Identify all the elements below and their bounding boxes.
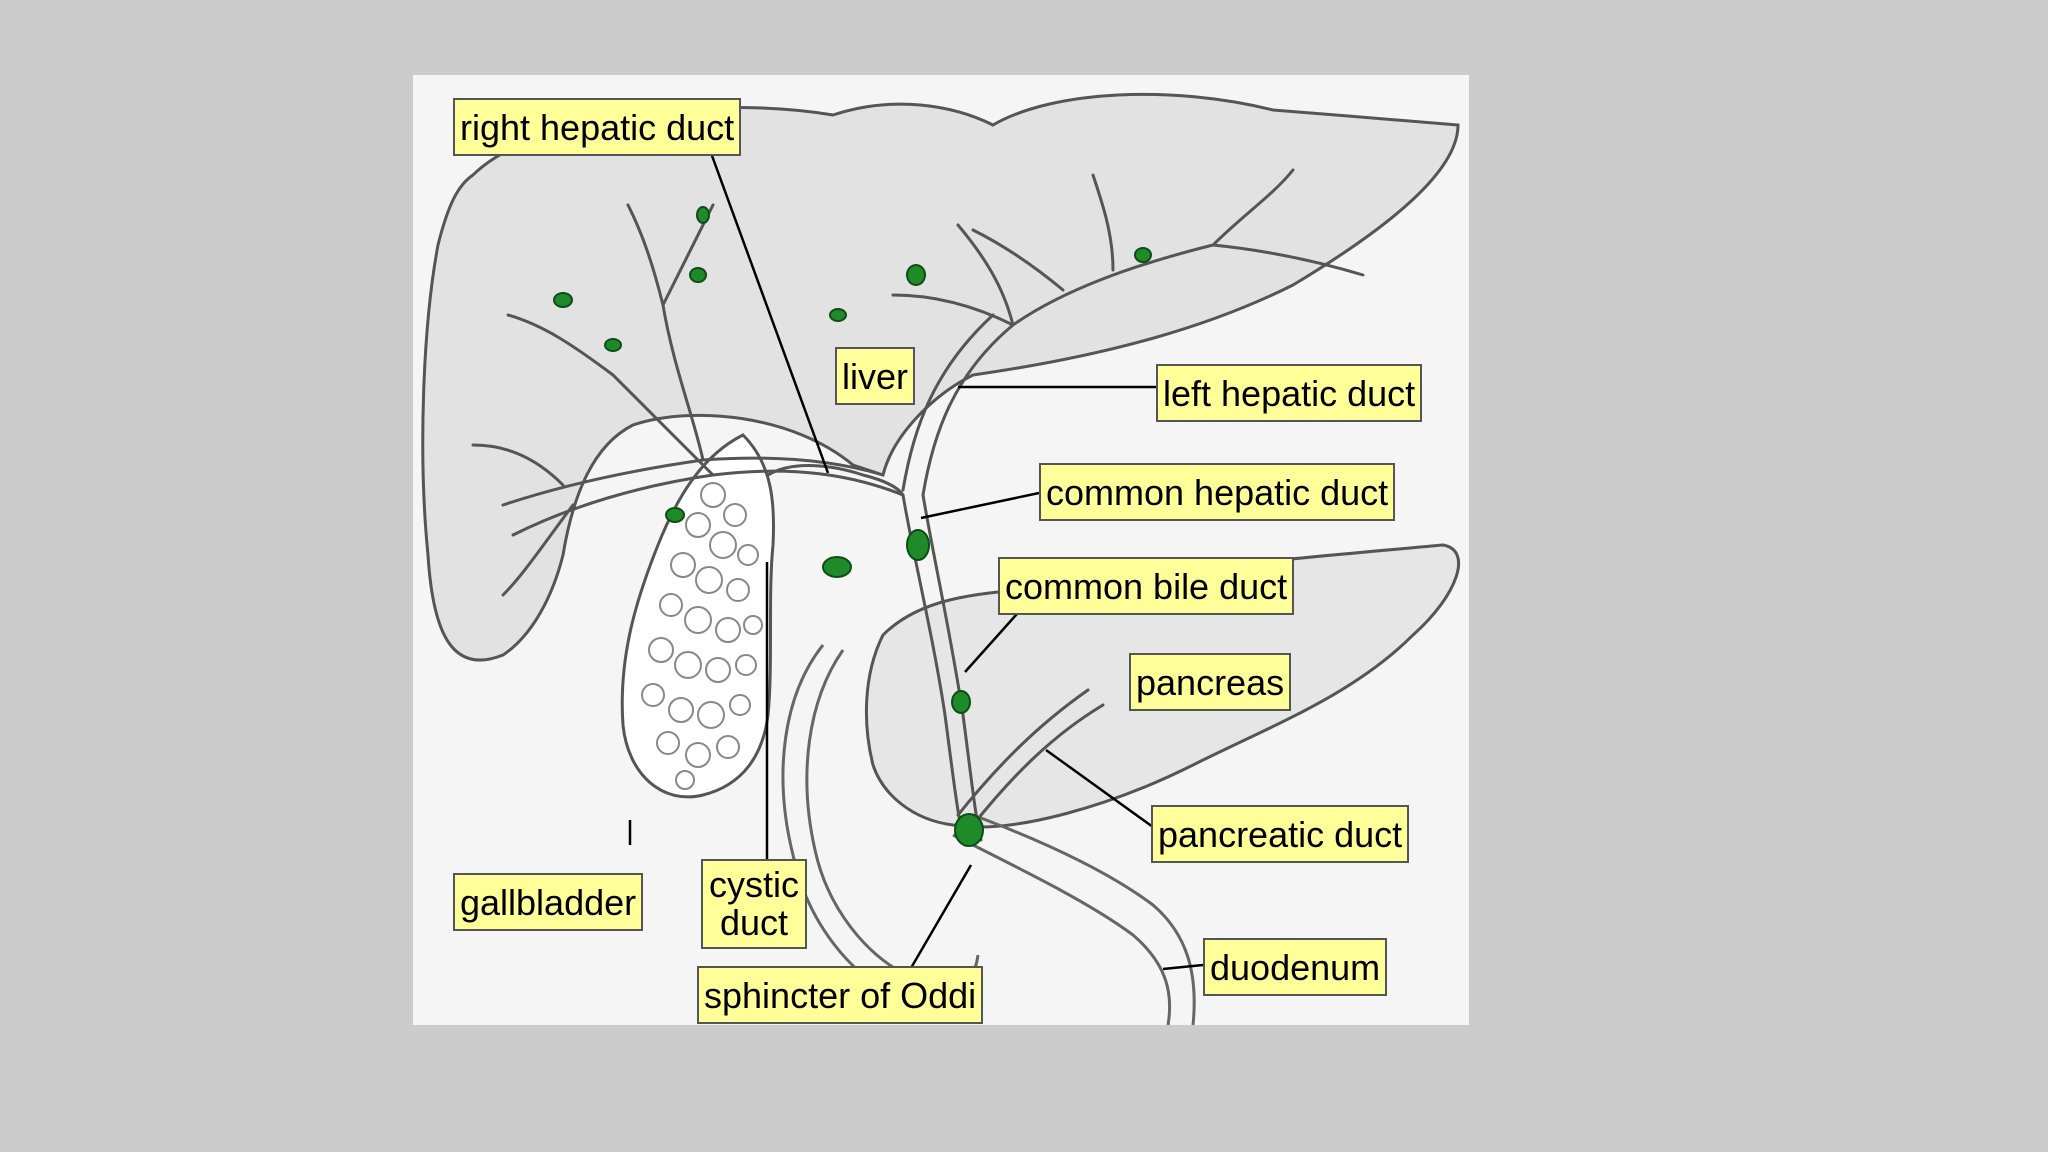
- duodenum-lower-inner: [972, 813, 1196, 1025]
- label-pancreas: pancreas: [1129, 653, 1292, 711]
- label-cystic-duct-line1: cystic: [709, 864, 799, 905]
- label-right-hepatic-duct: right hepatic duct: [453, 98, 742, 156]
- label-pancreatic-duct: pancreatic duct: [1151, 805, 1410, 863]
- label-common-bile-duct: common bile duct: [998, 557, 1295, 615]
- label-liver: liver: [835, 347, 916, 405]
- label-common-hepatic-duct: common hepatic duct: [1039, 463, 1396, 521]
- leader-lines: [628, 152, 1204, 971]
- label-left-hepatic-duct: left hepatic duct: [1156, 364, 1423, 422]
- label-cystic-duct: cystic duct: [701, 859, 807, 949]
- label-gallbladder: gallbladder: [453, 873, 644, 931]
- duodenum-tube-inner: [805, 649, 904, 975]
- duodenum-lower: [952, 833, 1172, 1025]
- gallbladder-stones: [641, 482, 763, 790]
- label-sphincter-of-oddi: sphincter of Oddi: [697, 966, 984, 1024]
- duct-stones: [553, 206, 1152, 847]
- label-duodenum: duodenum: [1203, 938, 1388, 996]
- diagram-panel: right hepatic duct liver left hepatic du…: [413, 75, 1469, 1025]
- duct-tree: [471, 168, 1365, 847]
- label-cystic-duct-line2: duct: [719, 902, 789, 943]
